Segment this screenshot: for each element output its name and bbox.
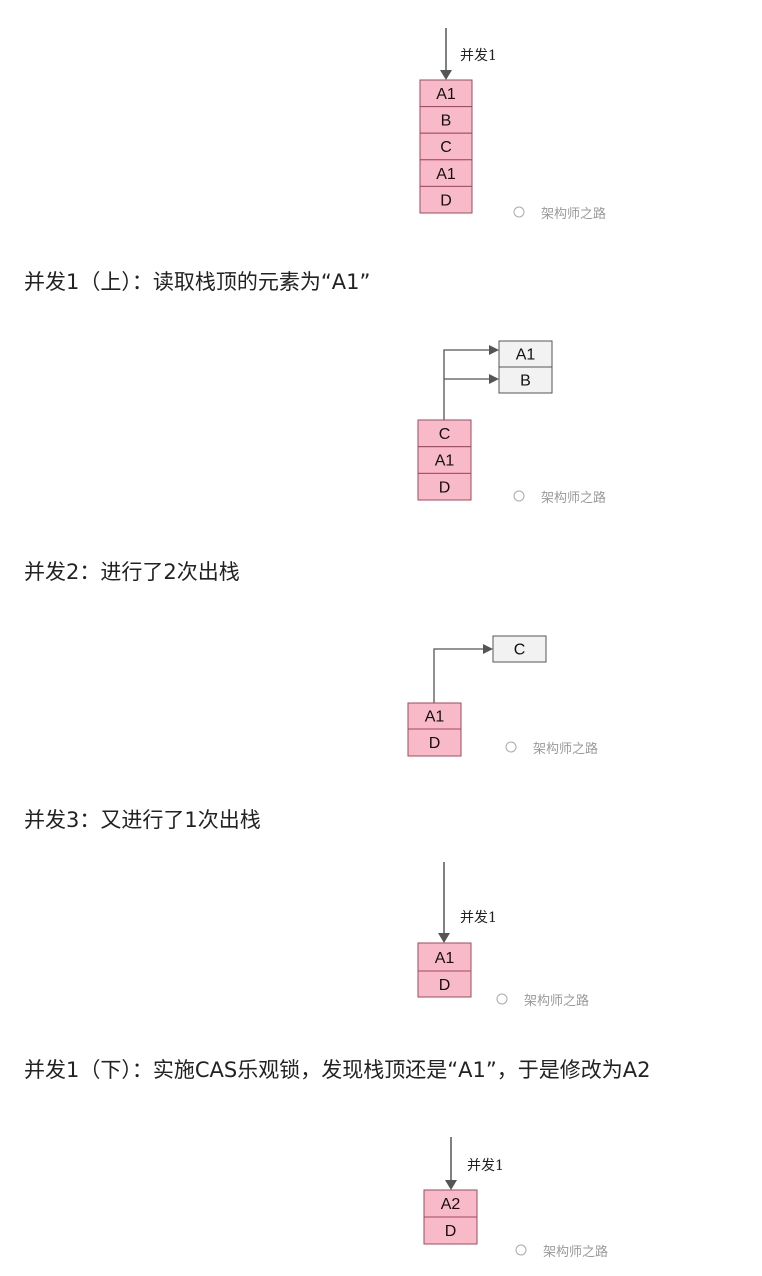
figure-cas-result-svg: 并发1 A2 D 架构师之路 xyxy=(423,1137,608,1260)
stack: A1 D xyxy=(417,942,472,998)
watermark: 架构师之路 xyxy=(515,1244,608,1260)
watermark-text: 架构师之路 xyxy=(533,741,598,757)
figure-initial-stack-svg: 并发1 A1 B C A1 D 架构师之路 xyxy=(419,28,606,222)
popped-elements: A1 B xyxy=(498,340,553,394)
watermark: 架构师之路 xyxy=(505,741,598,757)
stack-cell-label: D xyxy=(440,192,452,209)
caption-4: 并发1（下）：实施CAS乐观锁，发现栈顶还是“A1”，于是修改为A2 xyxy=(24,1058,651,1082)
figure-after-one-pop: C A1 D 架构师之路 xyxy=(0,625,762,765)
pointer-arrowhead xyxy=(438,933,450,943)
stack-cell-label: A1 xyxy=(425,709,445,726)
pointer-label: 并发1 xyxy=(460,48,497,64)
watermark-text: 架构师之路 xyxy=(524,993,589,1009)
watermark: 架构师之路 xyxy=(496,993,589,1009)
popped-cell-label: B xyxy=(520,373,531,390)
stack-cell xyxy=(417,942,472,972)
stack-cell-label: A1 xyxy=(436,86,456,103)
stack-cell xyxy=(417,970,472,998)
pop-arrow xyxy=(433,648,484,703)
figure-initial-stack: 并发1 A1 B C A1 D 架构师之路 xyxy=(0,0,762,230)
watermark-icon xyxy=(496,993,508,1005)
caption-1: 并发1（上）：读取栈顶的元素为“A1” xyxy=(24,270,371,294)
watermark: 架构师之路 xyxy=(513,206,606,222)
stack-cell-label: B xyxy=(441,113,452,130)
stack: C A1 D xyxy=(417,419,472,501)
watermark-text: 架构师之路 xyxy=(543,1244,608,1260)
watermark-icon xyxy=(513,490,525,502)
stack: A2 D xyxy=(423,1189,478,1245)
figure-cas-result: 并发1 A2 D 架构师之路 xyxy=(0,1115,762,1276)
caption-3: 并发3：又进行了1次出栈 xyxy=(24,808,261,832)
stack-cell xyxy=(407,728,462,757)
pointer-label: 并发1 xyxy=(460,910,497,926)
stack-cell xyxy=(423,1216,478,1245)
stack-cell-label: A1 xyxy=(435,950,455,967)
pop-arrowhead-2 xyxy=(489,374,499,384)
watermark-text: 架构师之路 xyxy=(541,206,606,222)
figure-after-two-pops-svg: A1 B C A1 D 架构师之路 xyxy=(417,340,606,506)
stack-cell-label: D xyxy=(429,735,441,752)
watermark-icon xyxy=(513,206,525,218)
watermark-text: 架构师之路 xyxy=(541,490,606,506)
stack-cell xyxy=(407,702,462,730)
popped-cell xyxy=(492,635,547,663)
stack-cell-label: C xyxy=(440,139,452,156)
pointer-arrowhead xyxy=(440,70,452,80)
popped-cell xyxy=(498,366,553,394)
figure-cas-check-svg: 并发1 A1 D 架构师之路 xyxy=(417,862,589,1009)
popped-cell-label: C xyxy=(514,642,526,659)
popped-cell-label: A1 xyxy=(516,347,536,364)
figure-after-two-pops: A1 B C A1 D 架构师之路 xyxy=(0,330,762,520)
stack-cell-label: A1 xyxy=(435,453,455,470)
figure-cas-check: 并发1 A1 D 架构师之路 xyxy=(0,855,762,1025)
stack: A1 B C A1 D xyxy=(419,79,473,214)
stack-cell-label: A2 xyxy=(441,1196,461,1213)
stack-cell-label: C xyxy=(439,426,451,443)
stack-cell-label: A1 xyxy=(436,166,456,183)
pop-arrowhead xyxy=(483,644,493,654)
pop-arrow-1 xyxy=(443,349,490,420)
stack-cell-label: D xyxy=(439,977,451,994)
watermark-icon xyxy=(515,1244,527,1256)
watermark-icon xyxy=(505,741,517,753)
stack: A1 D xyxy=(407,702,462,757)
caption-2: 并发2：进行了2次出栈 xyxy=(24,560,240,584)
stack-cell xyxy=(423,1189,478,1218)
stack-cell xyxy=(419,106,473,134)
pointer-label: 并发1 xyxy=(467,1158,504,1174)
watermark: 架构师之路 xyxy=(513,490,606,506)
pop-arrowhead-1 xyxy=(489,345,499,355)
stack-cell xyxy=(417,472,472,501)
figure-after-one-pop-svg: C A1 D 架构师之路 xyxy=(407,635,598,757)
stack-cell-label: D xyxy=(439,479,451,496)
popped-cell xyxy=(498,340,553,368)
stack-cell xyxy=(419,185,473,214)
stack-cell-label: D xyxy=(445,1223,457,1240)
pointer-arrowhead xyxy=(445,1180,457,1190)
